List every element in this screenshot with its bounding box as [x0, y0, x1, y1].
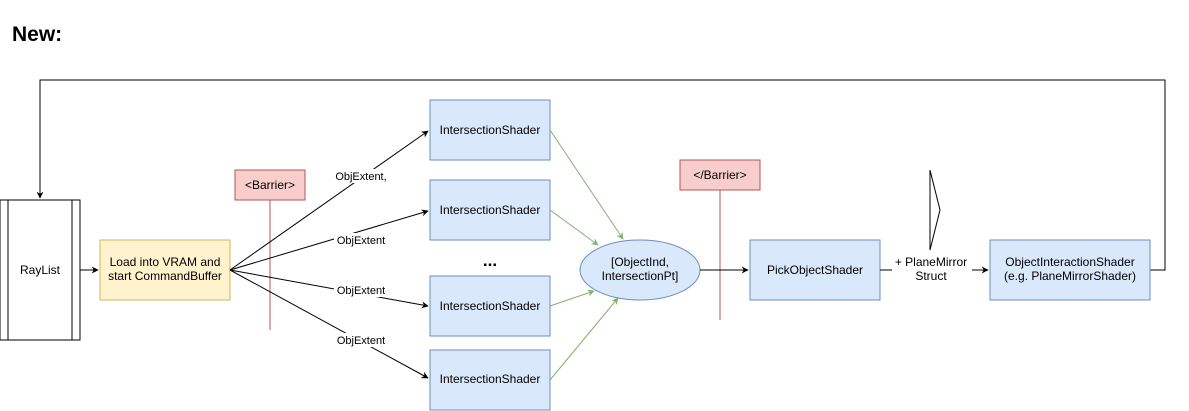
plane-mirror-label-line1: + PlaneMirror — [895, 255, 967, 269]
intersection-3-to-ellipse-edge — [549, 289, 595, 307]
object-interaction-label-line1: ObjectInteractionShader — [1005, 255, 1134, 269]
load-node[interactable]: Load into VRAM and start CommandBuffer — [99, 239, 231, 301]
intersection-2-to-ellipse-edge — [549, 209, 599, 246]
ellipsis-label: ... — [483, 251, 497, 270]
load-to-intersection-2-edge — [229, 209, 429, 271]
raylist-label: RayList — [20, 263, 61, 277]
barrier-close-label: </Barrier> — [693, 168, 746, 182]
intersection-shader-label-2: IntersectionShader — [440, 203, 541, 217]
raylist-node[interactable]: RayList — [0, 199, 81, 341]
load-to-intersection-3-edge — [229, 269, 429, 309]
edge-label-objextent-2: ObjExtent — [337, 235, 385, 247]
triangle-icon — [929, 169, 941, 251]
object-interaction-label-line2: (e.g. PlaneMirrorShader) — [1004, 269, 1136, 283]
intersection-shader-node-3[interactable]: IntersectionShader — [429, 275, 551, 337]
feedback-loop-edge — [36, 79, 1166, 271]
object-ind-label-line1: [ObjectInd, — [611, 255, 669, 269]
plane-mirror-label-line2: Struct — [915, 269, 947, 283]
load-to-intersection-1-edge — [229, 130, 429, 271]
intersection-shader-node-1[interactable]: IntersectionShader — [429, 99, 551, 161]
object-ind-label-line2: IntersectionPt] — [602, 269, 679, 283]
edge-label-objextent-1: ObjExtent, — [335, 171, 386, 183]
intersection-shader-label-1: IntersectionShader — [440, 123, 541, 137]
load-label-line2: start CommandBuffer — [108, 269, 222, 283]
intersection-shader-node-4[interactable]: IntersectionShader — [429, 349, 551, 411]
object-ind-ellipse-node[interactable]: [ObjectInd, IntersectionPt] — [579, 239, 701, 301]
edge-label-objextent-3: ObjExtent — [337, 285, 385, 297]
diagram-heading: New: — [12, 23, 62, 46]
load-label-line1: Load into VRAM and — [110, 255, 221, 269]
object-interaction-shader-node[interactable]: ObjectInteractionShader (e.g. PlaneMirro… — [989, 239, 1151, 301]
intersection-4-to-ellipse-edge — [549, 297, 619, 381]
edge-label-objextent-4: ObjExtent — [337, 335, 385, 347]
intersection-shader-label-3: IntersectionShader — [440, 299, 541, 313]
barrier-open-node[interactable]: <Barrier> — [234, 169, 306, 201]
barrier-open-label: <Barrier> — [245, 178, 295, 192]
pick-object-shader-node[interactable]: PickObjectShader — [749, 239, 881, 301]
load-to-intersection-4-edge — [229, 269, 429, 379]
intersection-shader-label-4: IntersectionShader — [440, 372, 541, 386]
intersection-1-to-ellipse-edge — [549, 129, 624, 240]
intersection-shader-node-2[interactable]: IntersectionShader — [429, 179, 551, 241]
barrier-close-node[interactable]: </Barrier> — [679, 159, 761, 191]
pick-object-shader-label: PickObjectShader — [767, 263, 863, 277]
